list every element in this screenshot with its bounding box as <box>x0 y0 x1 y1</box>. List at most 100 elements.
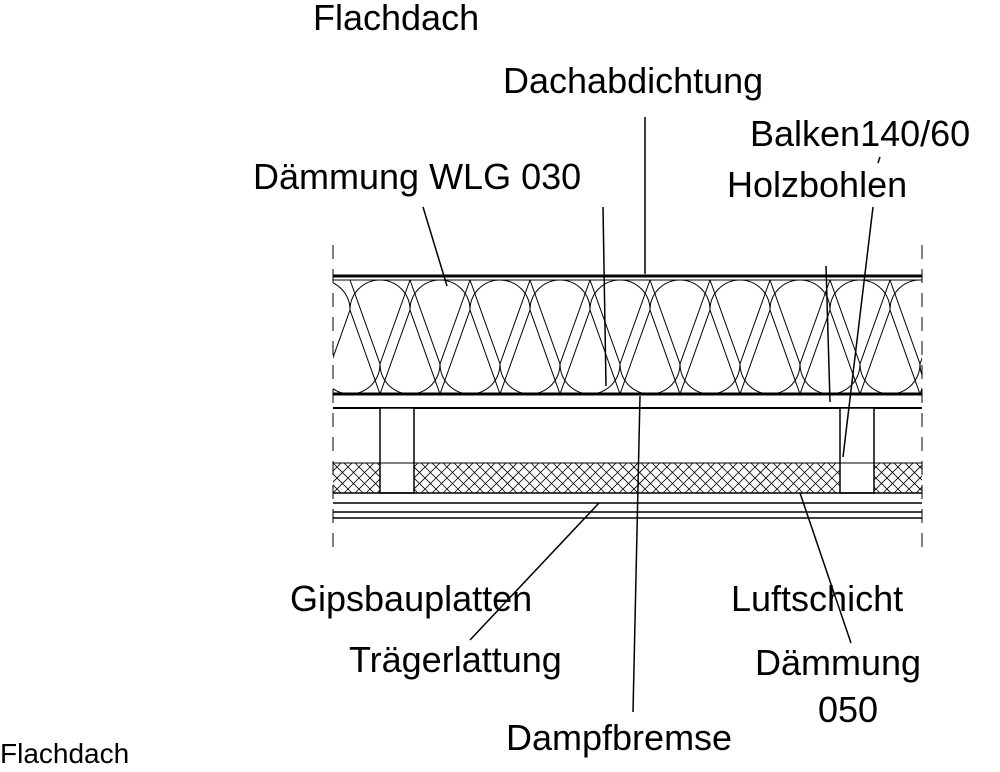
hatch-line <box>673 463 705 493</box>
hatch-line <box>728 463 760 493</box>
insulation-loop-bottom <box>349 280 471 394</box>
insulation-loop-top <box>619 280 741 394</box>
insulation-loop-bottom <box>709 280 831 394</box>
hatch-line <box>662 463 694 493</box>
insulation-loop-bottom <box>409 280 531 394</box>
hatch-line <box>629 463 661 493</box>
hatch-line <box>949 463 979 493</box>
hatch-line <box>882 463 914 493</box>
hatch-line <box>772 463 804 493</box>
hatch-line <box>761 463 793 493</box>
hatch-line <box>794 463 826 493</box>
insulation-loop-bottom <box>829 280 922 394</box>
insulation-layer-wlg030 <box>333 274 1000 396</box>
hatch-line <box>442 463 474 493</box>
hatch-line <box>574 463 606 493</box>
gypsum-board-layers <box>333 502 922 519</box>
hatch-line <box>333 463 342 493</box>
hatch-line <box>805 463 837 493</box>
insulation-loop-top <box>799 280 921 394</box>
insulation-loop-bottom <box>950 280 1000 394</box>
hatch-line <box>607 463 639 493</box>
leader-dampfbremse <box>632 395 641 713</box>
hatch-line <box>750 463 782 493</box>
hatch-line <box>640 463 672 493</box>
insulation-loop-top <box>679 280 801 394</box>
hatch-line <box>893 463 922 493</box>
hatch-line <box>739 463 771 493</box>
leader-daemmung-wlg <box>422 206 448 287</box>
label-daemmung050-line2: 050 <box>818 689 878 730</box>
leader-holzbohlen-1 <box>825 265 831 403</box>
insulation-loop-top <box>333 282 381 394</box>
hatch-line <box>915 463 922 493</box>
hatch-line <box>497 463 529 493</box>
hatch-line <box>695 463 727 493</box>
insulation-loop-top <box>559 280 681 394</box>
label-traegerlattung: Trägerlattung <box>349 639 562 680</box>
leader-balken <box>877 156 881 164</box>
hatch-line <box>596 463 628 493</box>
hatch-line <box>486 463 518 493</box>
hatch-line <box>333 463 353 493</box>
insulation-loop-bottom <box>649 280 771 394</box>
hatch-line <box>541 463 573 493</box>
insulation-loop-top <box>499 280 621 394</box>
insulation-loop-bottom <box>529 280 651 394</box>
hatch-line <box>904 463 922 493</box>
hatch-line <box>871 463 903 493</box>
hatch-line <box>563 463 595 493</box>
section-cut-lines <box>332 245 923 552</box>
hatch-line <box>530 463 562 493</box>
hatch-line <box>783 463 815 493</box>
hatch-line <box>927 463 957 493</box>
leader-holzbohlen-2 <box>842 206 874 458</box>
label-luftschicht: Luftschicht <box>731 578 903 619</box>
label-dachabdichtung: Dachabdichtung <box>503 60 763 101</box>
hatch-line <box>508 463 540 493</box>
hatch-line <box>927 463 957 493</box>
hatch-line <box>938 463 968 493</box>
hatch-line <box>333 463 342 493</box>
hatch-line <box>915 463 922 493</box>
label-balken: Balken140/60 <box>750 113 970 154</box>
insulation-loop-top <box>739 280 861 394</box>
hatch-line <box>475 463 507 493</box>
label-dampfbremse: Dampfbremse <box>506 717 732 758</box>
label-holzbohlen: Holzbohlen <box>727 164 907 205</box>
hatch-line <box>684 463 716 493</box>
hatch-line <box>431 463 463 493</box>
caption-text: Flachdach <box>0 738 129 767</box>
beam-right <box>839 407 875 494</box>
insulation-loop-top <box>379 280 501 394</box>
insulation-loop-bottom <box>589 280 711 394</box>
insulation-loop-bottom <box>469 280 591 394</box>
hatch-line <box>409 463 441 493</box>
insulation-loop-top <box>919 386 922 394</box>
hatch-line <box>420 463 452 493</box>
hatch-line <box>300 463 330 493</box>
insulation-loop-top <box>333 280 441 394</box>
label-gipsbauplatten: Gipsbauplatten <box>290 578 532 619</box>
hatch-line <box>717 463 749 493</box>
hatch-line <box>938 463 968 493</box>
hatch-line <box>552 463 584 493</box>
hatch-line <box>343 463 375 493</box>
insulation-loop-bottom <box>333 280 411 394</box>
insulation-loop-pattern <box>333 280 1000 394</box>
insulation-loop-top <box>859 280 922 394</box>
diagram-title: Flachdach <box>313 0 479 38</box>
hatch-line <box>519 463 551 493</box>
leader-lines <box>422 117 881 713</box>
hatch-line <box>464 463 496 493</box>
hatch-line <box>333 463 364 493</box>
hatch-line <box>300 463 330 493</box>
insulation-loop-top <box>439 280 561 394</box>
hatch-line <box>618 463 650 493</box>
hatch-line <box>651 463 683 493</box>
hatch-line <box>706 463 738 493</box>
insulation-loop-bottom <box>889 280 922 376</box>
label-daemmung-wlg: Dämmung WLG 030 <box>253 156 581 197</box>
